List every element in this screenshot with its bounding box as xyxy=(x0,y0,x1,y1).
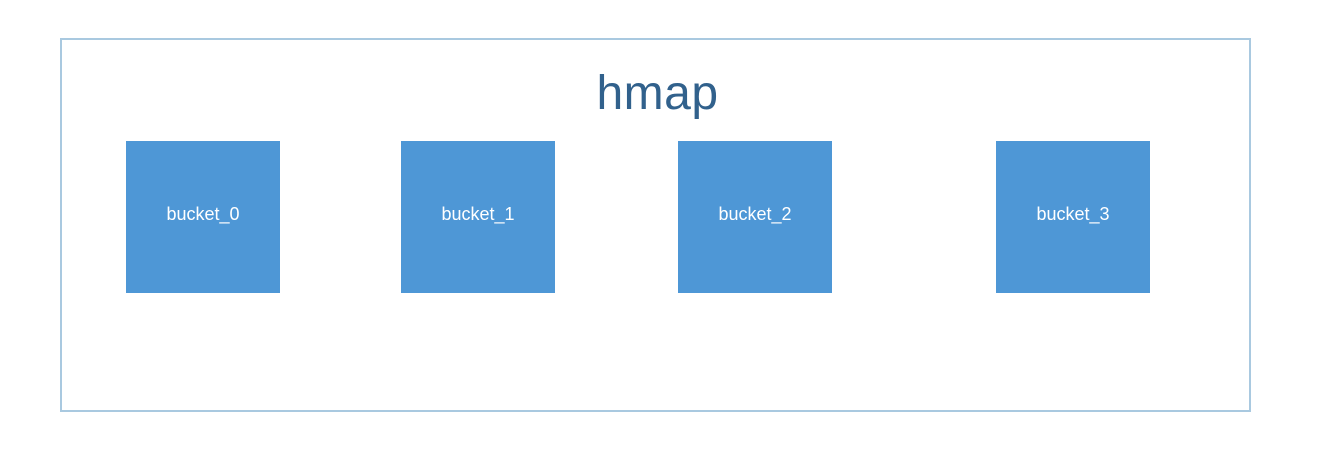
hmap-title: hmap xyxy=(596,67,719,120)
bucket-box-3[interactable]: bucket_3 xyxy=(996,141,1150,293)
bucket-box-0[interactable]: bucket_0 xyxy=(126,141,280,293)
bucket-box-1[interactable]: bucket_1 xyxy=(401,141,555,293)
bucket-label-3: bucket_3 xyxy=(1036,204,1110,224)
bucket-box-2[interactable]: bucket_2 xyxy=(678,141,832,293)
bucket-label-0: bucket_0 xyxy=(166,204,240,224)
bucket-row: bucket_0 bucket_1 bucket_2 bucket_3 xyxy=(62,40,1253,414)
bucket-label-2: bucket_2 xyxy=(718,204,792,224)
bucket-label-1: bucket_1 xyxy=(441,204,515,224)
hmap-container: hmap bucket_0 bucket_1 bucket_2 bucket_3 xyxy=(60,38,1251,412)
